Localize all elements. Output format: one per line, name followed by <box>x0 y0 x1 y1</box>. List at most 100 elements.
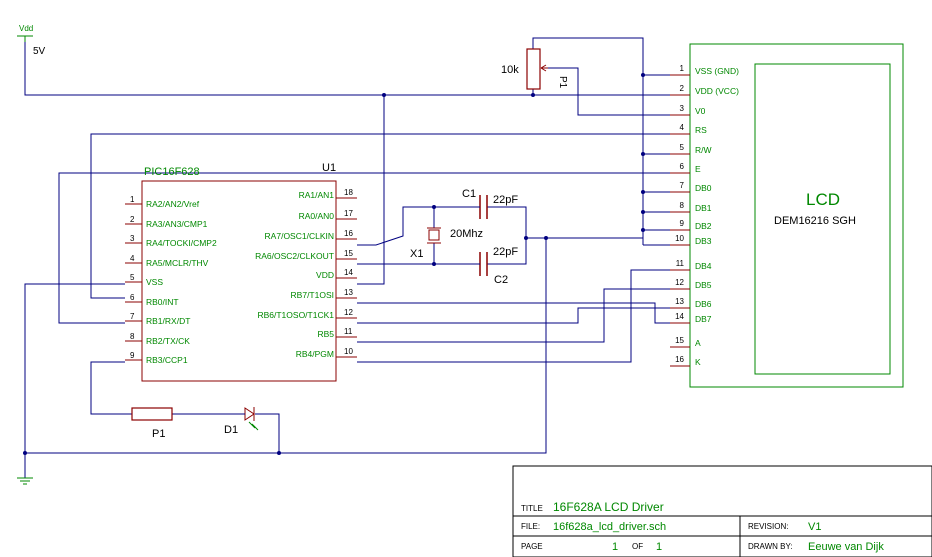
file-label: FILE: <box>521 522 540 531</box>
lcd-pin-number: 11 <box>676 259 685 268</box>
lcd-pin-number: 10 <box>675 234 684 243</box>
mcu-pin-name: RB1/RX/DT <box>146 316 190 326</box>
mcu-pin-name: VDD <box>316 270 334 280</box>
wires <box>24 37 688 478</box>
drawn-by-value: Eeuwe van Dijk <box>808 541 884 553</box>
lcd-pin-name: DB6 <box>695 299 712 309</box>
mcu-pin-number: 9 <box>130 351 135 360</box>
lcd-pin-number: 9 <box>680 219 685 228</box>
mcu-pin-name: RB2/TX/CK <box>146 336 190 346</box>
lcd-pin-number: 3 <box>680 104 685 113</box>
mcu-pin-number: 11 <box>344 327 353 336</box>
capacitor-c1: C1 22pF <box>462 188 518 219</box>
lcd-pin-number: 6 <box>680 162 685 171</box>
mcu-right-pins: 18RA1/AN117RA0/AN016RA7/OSC1/CLKIN15RA6/… <box>255 188 357 359</box>
mcu-pin-number: 7 <box>130 312 135 321</box>
lcd-pin-name: DB3 <box>695 236 712 246</box>
title-label: TITLE <box>521 504 543 513</box>
vdd-label: Vdd <box>19 24 33 33</box>
lcd-pin-name: K <box>695 357 701 367</box>
mcu-pin-name: RB7/T1OSI <box>291 290 334 300</box>
mcu-pin-name: RA0/AN0 <box>299 211 335 221</box>
crystal-ref: X1 <box>410 248 423 260</box>
mcu-pin-number: 10 <box>344 347 353 356</box>
mcu-pin-number: 17 <box>344 209 353 218</box>
mcu-pin-number: 13 <box>344 288 353 297</box>
vdd-symbol: Vdd 5V <box>17 24 46 57</box>
wire-rb3-resistor <box>90 361 132 415</box>
page-label: PAGE <box>521 542 543 551</box>
wire-ground-bus <box>25 237 643 454</box>
wire-rb7-db7 <box>357 302 688 324</box>
junctions <box>23 73 645 455</box>
mcu-pin-number: 1 <box>130 195 135 204</box>
voltage-label: 5V <box>33 46 46 57</box>
revision-value: V1 <box>808 521 821 533</box>
lcd-pin-name: DB1 <box>695 203 712 213</box>
lcd-pin-name: DB7 <box>695 314 712 324</box>
mcu-pin-number: 8 <box>130 332 135 341</box>
mcu-pin-number: 3 <box>130 234 135 243</box>
mcu-pin-name: RA1/AN1 <box>299 190 335 200</box>
led: D1 <box>224 407 259 436</box>
crystal: 20Mhz X1 <box>410 227 483 260</box>
mcu-part: PIC16F628 <box>144 166 200 178</box>
c1-ref: C1 <box>462 188 476 200</box>
lcd-model: DEM16216 SGH <box>774 215 856 227</box>
wire-cap-right <box>487 206 527 265</box>
lcd-pin-name: E <box>695 164 701 174</box>
lcd-pin-name: VDD (VCC) <box>695 86 739 96</box>
lcd-pin-number: 15 <box>675 336 684 345</box>
mcu-pin-name: RA3/AN3/CMP1 <box>146 219 208 229</box>
lcd-pin-name: DB5 <box>695 280 712 290</box>
lcd-pin-name: R/W <box>695 145 712 155</box>
page-value: 1 <box>612 541 618 553</box>
wire-rb5-db5 <box>357 288 688 343</box>
wire-rs <box>90 133 688 299</box>
mcu-pin-number: 6 <box>130 293 135 302</box>
mcu-pin-name: VSS <box>146 277 163 287</box>
pages-value: 1 <box>656 541 662 553</box>
ground-symbol <box>17 477 33 485</box>
wire-vss-ground <box>24 283 125 478</box>
mcu-pin-number: 4 <box>130 254 135 263</box>
mcu-pin-number: 14 <box>344 268 353 277</box>
lcd-pin-name: A <box>695 338 701 348</box>
mcu-pin-name: RA4/TOCKI/CMP2 <box>146 238 217 248</box>
lcd-pin-number: 12 <box>675 278 684 287</box>
lcd-pin-name: RS <box>695 125 707 135</box>
mcu-pin-name: RB0/INT <box>146 297 179 307</box>
title-value: 16F628A LCD Driver <box>553 500 664 514</box>
mcu-pin-name: RB5 <box>317 329 334 339</box>
wire-vdd-rail <box>24 42 688 96</box>
pot-value: 10k <box>501 64 519 76</box>
mcu-pin-number: 18 <box>344 188 353 197</box>
wire-pic-vdd <box>357 95 385 285</box>
lcd-pin-number: 8 <box>680 201 685 210</box>
mcu-pin-number: 2 <box>130 215 135 224</box>
mcu-left-pins: 1 RA2/AN2/Vref 2 RA3/AN3/CMP1 3 RA4/TOCKI/CMP… <box>125 195 217 365</box>
lcd-pin-number: 7 <box>680 181 685 190</box>
lcd-pin-number: 1 <box>680 64 685 73</box>
c2-ref: C2 <box>494 274 508 286</box>
mcu-pin-number: 15 <box>344 249 353 258</box>
lcd-pin-name: DB4 <box>695 261 712 271</box>
lcd-pin-number: 14 <box>675 312 684 321</box>
lcd-title: LCD <box>806 190 840 209</box>
c1-value: 22pF <box>493 194 518 206</box>
mcu-pin-name: RA2/AN2/Vref <box>146 199 200 209</box>
lcd-pin-number: 16 <box>675 355 684 364</box>
pot-ref: P1 <box>557 76 568 89</box>
wire-led-ground <box>255 413 280 453</box>
lcd-pin-number: 4 <box>680 123 685 132</box>
lcd-pin-number: 13 <box>675 297 684 306</box>
pic16f628: PIC16F628 U1 <box>141 162 337 382</box>
resistor: P1 <box>131 407 173 440</box>
file-value: 16f628a_lcd_driver.sch <box>553 521 666 533</box>
revision-label: REVISION: <box>748 522 788 531</box>
drawn-by-label: DRAWN BY: <box>748 542 793 551</box>
mcu-pin-name: RA5/MCLR/THV <box>146 258 209 268</box>
title-block: TITLE 16F628A LCD Driver FILE: 16f628a_l… <box>512 465 932 557</box>
wire-pot-top-gnd-bus <box>532 37 644 245</box>
